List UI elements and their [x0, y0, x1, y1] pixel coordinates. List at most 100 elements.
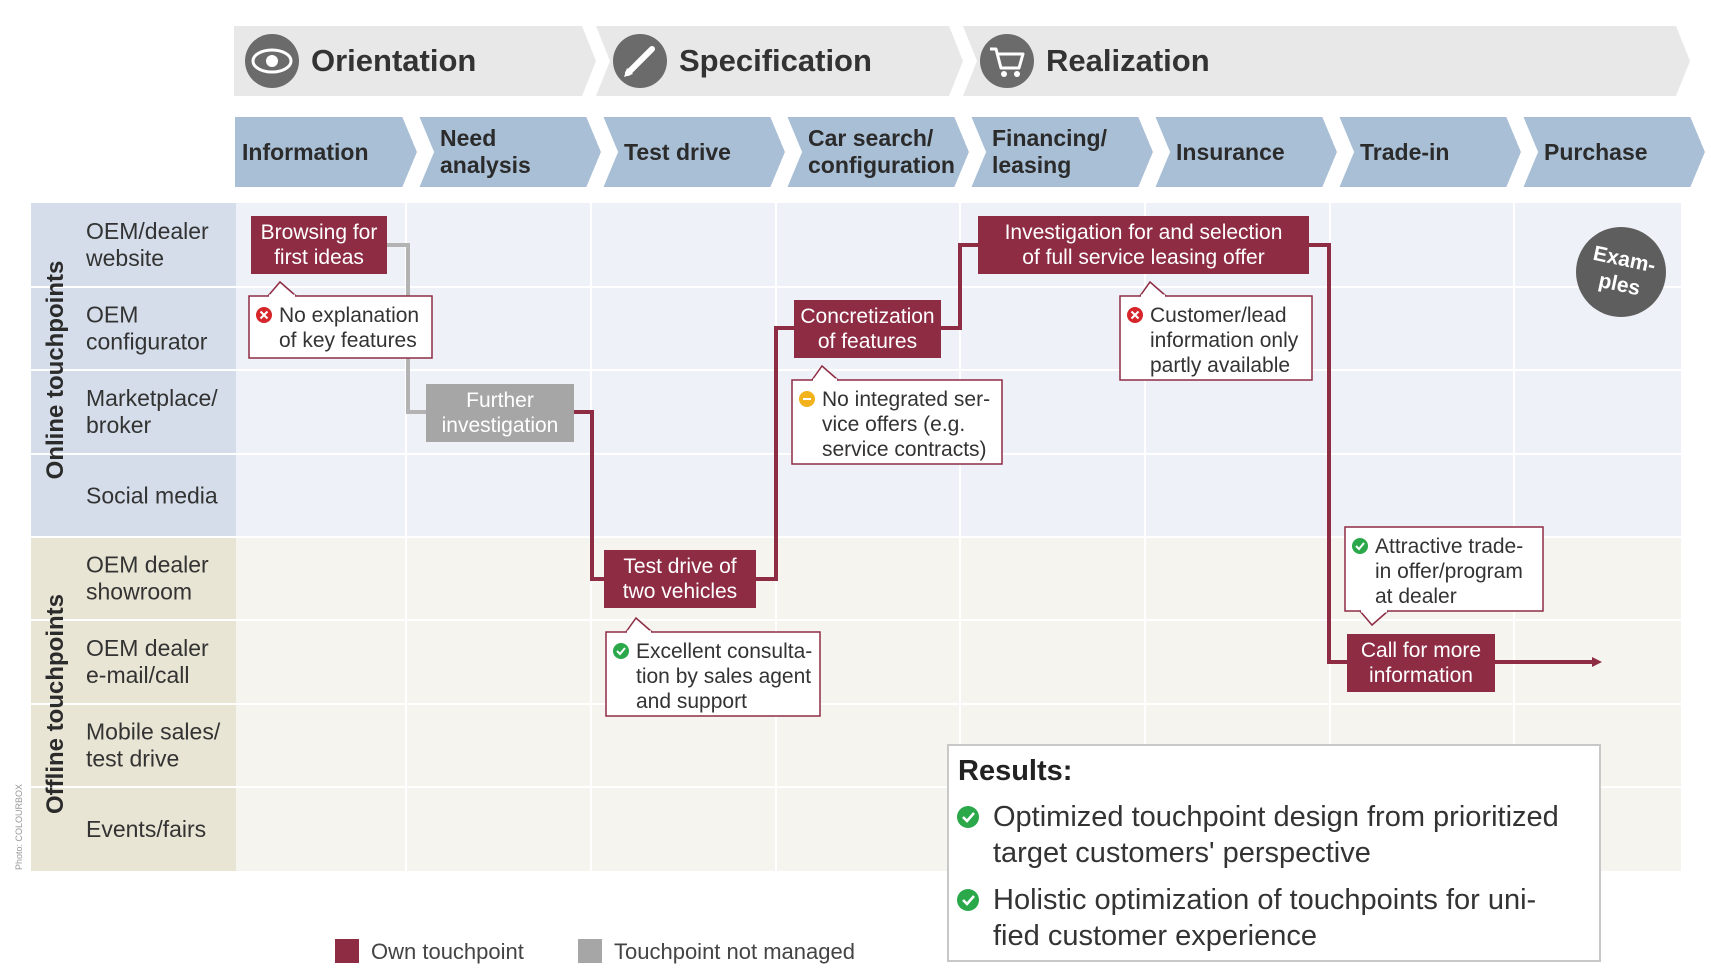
- results-box-frame: [947, 744, 1601, 962]
- touchpoint-box: [978, 216, 1309, 274]
- row-label-3: Marketplace/broker: [86, 385, 218, 438]
- touchpoint-box: [1347, 634, 1495, 692]
- connector-concretization-to-leasing: [941, 243, 978, 330]
- stage-label-line-1: Car search/: [808, 125, 934, 151]
- touchpoint-box: [794, 300, 941, 358]
- callout-tail: [1359, 610, 1389, 627]
- touchpoint-text-line-1: Further: [466, 389, 534, 412]
- check-icon: [957, 806, 979, 828]
- legend: Own touchpoint Touchpoint not managed: [335, 939, 855, 964]
- stage-7: Trade-in: [1336, 115, 1524, 189]
- results-item-1: Optimized touchpoint design from priorit…: [957, 801, 1559, 869]
- stage-chevron: [968, 115, 1156, 189]
- check-icon: [1352, 538, 1368, 554]
- results-text-line-1: Optimized touchpoint design from priorit…: [993, 801, 1559, 833]
- results-text-line-1: Holistic optimization of touchpoints for…: [993, 884, 1536, 916]
- eye-icon: [245, 34, 299, 88]
- row-label-line-2: configurator: [86, 329, 208, 355]
- stage-chevron: [600, 115, 788, 189]
- callout-text-line-3: at dealer: [1375, 585, 1457, 608]
- pen-icon: [613, 34, 667, 88]
- callout-text-line-3: service contracts): [822, 438, 987, 461]
- touchpoint-text-line-2: of features: [818, 330, 917, 353]
- row-label-line-1: Social media: [86, 483, 218, 509]
- check-icon: [957, 889, 979, 911]
- phase-label: Orientation: [311, 43, 476, 78]
- row-label-line-1: OEM dealer: [86, 635, 209, 661]
- stage-chevron: [1520, 115, 1708, 189]
- legend-own-swatch: [335, 939, 359, 963]
- stage-chevron: [416, 115, 604, 189]
- callout-frame: [248, 295, 433, 359]
- legend-own-label: Own touchpoint: [371, 939, 524, 964]
- touchpoint-text-line-1: Concretization: [800, 305, 934, 328]
- callout-text-line-3: partly available: [1150, 354, 1290, 377]
- touchpoint-text-line-2: information: [1369, 664, 1473, 687]
- row-label-7: Mobile sales/test drive: [86, 719, 221, 772]
- callout-frame: [1119, 295, 1313, 381]
- stage-label-line-1: Insurance: [1176, 139, 1285, 165]
- legend-not-managed-swatch: [578, 939, 602, 963]
- journey-connectors: [387, 243, 1602, 667]
- stage-5: Financing/leasing: [968, 115, 1156, 189]
- callout-tail: [625, 616, 653, 633]
- stage-label-line-1: Need: [440, 125, 496, 151]
- phase-chevron: [596, 26, 963, 96]
- stage-label-line-1: Trade-in: [1360, 139, 1449, 165]
- stage-1: Information: [233, 115, 420, 189]
- stage-3: Test drive: [600, 115, 788, 189]
- touchpoint-box: [426, 384, 574, 442]
- row-labels: OEM/dealerwebsiteOEMconfiguratorMarketpl…: [85, 218, 221, 842]
- touchpoint-box: [251, 216, 387, 274]
- touchpoint-text-line-2: first ideas: [274, 246, 364, 269]
- row-label-line-1: OEM dealer: [86, 552, 209, 578]
- callout-frame: [1344, 526, 1544, 612]
- touchpoint-text-line-1: Browsing for: [261, 221, 378, 244]
- row-label-line-2: showroom: [86, 579, 192, 605]
- warning-icon: [799, 391, 815, 407]
- cross-icon: [1127, 307, 1143, 323]
- results-title: Results:: [958, 755, 1072, 787]
- callout-tail: [1139, 280, 1167, 297]
- stage-label-line-1: Financing/: [992, 125, 1108, 151]
- callout-text-line-1: No explanation: [279, 304, 419, 327]
- photo-credit: Photo: COLOURBOX: [14, 784, 24, 870]
- results-box: Results: Optimized touchpoint design fro…: [947, 744, 1601, 962]
- touchpoint-text-line-2: investigation: [442, 414, 559, 437]
- examples-badge-circle: [1576, 227, 1666, 317]
- phase-label: Realization: [1046, 43, 1210, 78]
- row-label-line-1: Marketplace/: [86, 385, 218, 411]
- touchpoint-text-line-1: Investigation for and selection: [1005, 221, 1283, 244]
- callout-frame: [791, 379, 1003, 465]
- stage-label-line-2: configuration: [808, 152, 955, 178]
- connector-testdrive-to-concretization: [756, 326, 794, 581]
- stage-chevron: [233, 115, 420, 189]
- stage-label-line-1: Information: [242, 139, 369, 165]
- callout-text-line-2: vice offers (e.g.: [822, 413, 965, 436]
- row-label-line-2: broker: [86, 412, 152, 438]
- callout-frame: [605, 631, 821, 717]
- callout-text-line-1: Attractive trade-: [1375, 535, 1523, 558]
- cart-icon: [980, 34, 1034, 88]
- row-label-8: Events/fairs: [86, 816, 206, 842]
- online-group-label: Online touchpoints: [42, 261, 69, 480]
- stage-8: Purchase: [1520, 115, 1708, 189]
- callout-tail: [811, 364, 839, 381]
- stage-6: Insurance: [1152, 115, 1340, 189]
- connector-leasing-to-call: [1309, 243, 1347, 664]
